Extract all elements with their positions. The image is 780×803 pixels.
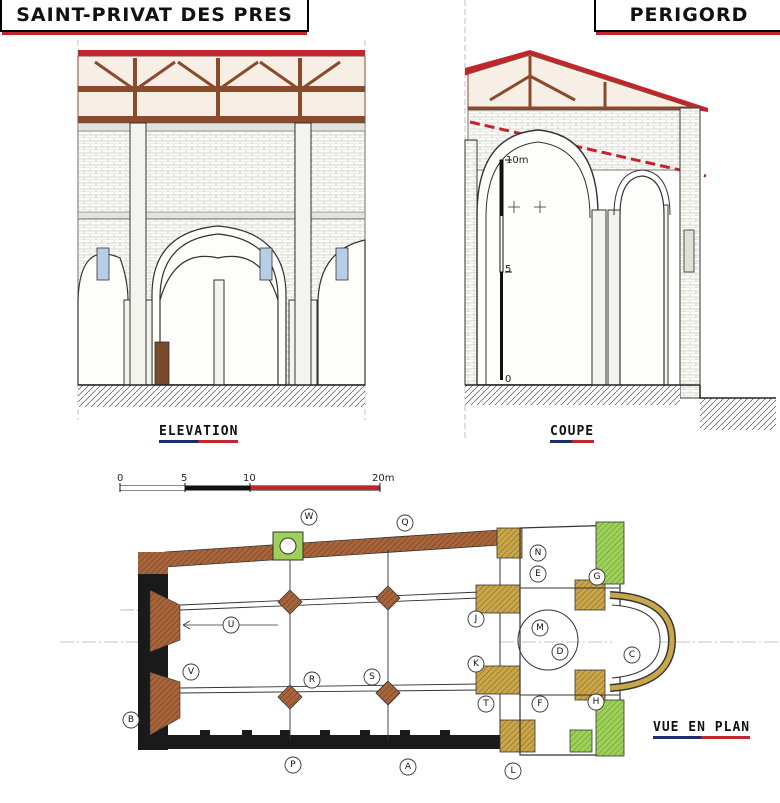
plan-scale-tick-10: 10 <box>243 473 256 484</box>
caption-elevation: ELEVATION <box>159 424 239 443</box>
label-circle-e <box>529 565 547 583</box>
label-circle-r <box>303 671 321 689</box>
elevation-upper-wall <box>77 122 366 219</box>
label-circle-a <box>399 758 417 776</box>
elevation-roof-truss <box>77 50 366 123</box>
title-right-text: PERIGORD <box>629 4 749 26</box>
title-perigord: PERIGORD <box>594 0 780 35</box>
caption-plan-text: VUE EN PLAN <box>653 720 751 735</box>
label-circle-p <box>284 756 302 774</box>
label-w: W <box>305 512 314 522</box>
label-t: T <box>482 699 489 709</box>
label-n: N <box>535 548 542 558</box>
label-a: A <box>405 762 412 772</box>
plan-green-chapel-south <box>595 699 625 757</box>
coupe-scale-mid: 5 <box>505 264 511 275</box>
label-u: U <box>228 620 235 630</box>
elevation-door <box>154 341 170 386</box>
label-p: P <box>290 760 296 770</box>
label-circle-u <box>222 616 240 634</box>
label-j: J <box>474 614 478 624</box>
title-saint-privat: SAINT-PRIVAT DES PRES <box>0 0 309 35</box>
label-q: Q <box>401 518 408 528</box>
label-circle-v <box>182 663 200 681</box>
plan-south-wall <box>165 735 500 749</box>
label-l: L <box>510 766 515 776</box>
elevation-ground <box>78 385 365 407</box>
label-circle-g <box>588 568 606 586</box>
label-b: B <box>128 715 134 725</box>
label-circle-m <box>531 619 549 637</box>
label-circle-t <box>477 695 495 713</box>
label-circle-d <box>551 643 569 661</box>
coupe-roof-truss <box>467 54 701 111</box>
label-circle-l <box>504 762 522 780</box>
coupe-drawing <box>464 50 776 430</box>
coupe-scale-bar <box>499 159 512 380</box>
plan-scale-tick-20m: 20m <box>372 473 394 484</box>
coupe-main-arch <box>476 129 599 386</box>
label-circle-j <box>467 610 485 628</box>
plan-scale-bar <box>119 483 381 492</box>
label-circle-n <box>529 544 547 562</box>
coupe-red-dashed-line <box>469 120 707 178</box>
label-circle-c <box>623 646 641 664</box>
label-r: R <box>309 675 315 685</box>
elevation-drawing <box>77 50 366 407</box>
label-d: D <box>557 647 564 657</box>
label-v: V <box>188 667 195 677</box>
plan-scale-tick-0: 0 <box>117 473 123 484</box>
title-right-underline <box>596 32 780 35</box>
coupe-scale-top: 10m <box>506 155 528 166</box>
label-g: G <box>594 572 601 582</box>
caption-coupe-text: COUPE <box>550 424 595 439</box>
label-circle-s <box>363 668 381 686</box>
label-circle-q <box>396 514 414 532</box>
plan-scale-tick-5: 5 <box>181 473 187 484</box>
label-circle-w <box>300 508 318 526</box>
label-m: M <box>536 623 544 633</box>
title-left-underline <box>2 32 307 35</box>
caption-coupe: COUPE <box>550 424 595 443</box>
label-circle-h <box>587 693 605 711</box>
plan-piers <box>277 585 401 710</box>
coupe-scale-bottom: 0 <box>505 374 511 385</box>
label-circle-f <box>531 695 549 713</box>
caption-vue-en-plan: VUE EN PLAN <box>653 720 751 739</box>
label-circle-k <box>467 655 485 673</box>
title-left-text: SAINT-PRIVAT DES PRES <box>16 4 293 26</box>
label-circle-b <box>122 711 140 729</box>
label-s: S <box>369 672 375 682</box>
label-c: C <box>629 650 635 660</box>
caption-elevation-text: ELEVATION <box>159 424 239 439</box>
elevation-columns <box>123 122 318 386</box>
elevation-windows <box>96 247 349 281</box>
plan-labels <box>122 508 641 780</box>
label-e: E <box>535 569 541 579</box>
label-k: K <box>473 659 480 669</box>
label-h: H <box>593 697 600 707</box>
plan-drawing <box>60 521 780 757</box>
label-f: F <box>537 699 542 709</box>
